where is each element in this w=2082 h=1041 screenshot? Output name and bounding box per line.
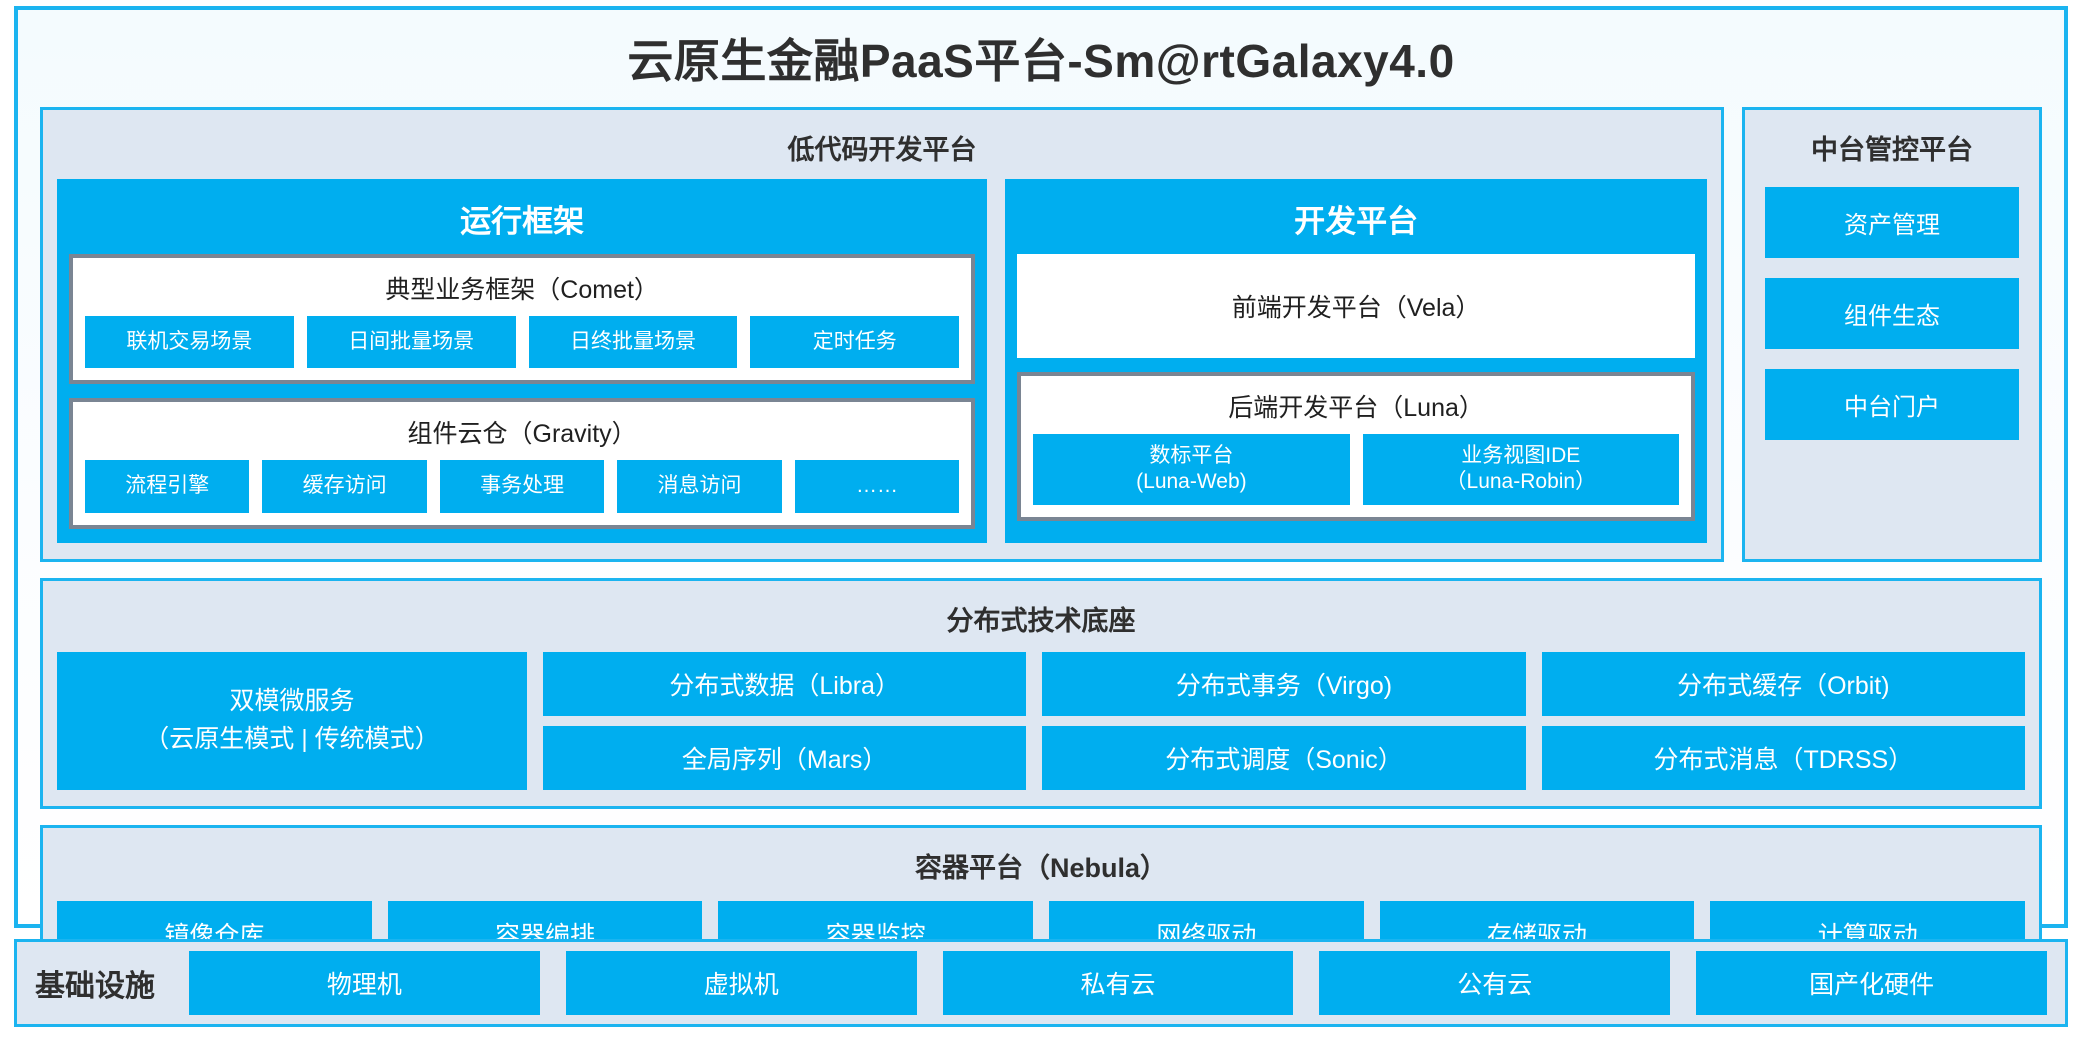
luna-card: 后端开发平台（Luna） 数标平台 (Luna-Web) 业务视图IDE （Lu…: [1017, 372, 1695, 521]
distributed-cell[interactable]: 分布式消息（TDRSS）: [1541, 725, 2025, 790]
infrastructure-cell[interactable]: 物理机: [189, 951, 540, 1015]
gravity-card: 组件云仓（Gravity） 流程引擎 缓存访问 事务处理 消息访问 ……: [69, 398, 976, 529]
distributed-base-panel: 分布式技术底座 双模微服务 （云原生模式 | 传统模式） 分布式数据（Libra…: [40, 577, 2042, 809]
top-row: 低代码开发平台 运行框架 典型业务框架（Comet） 联机交易场景 日间批量场景…: [40, 107, 2042, 562]
dual-mode-line1: 双模微服务: [229, 687, 355, 716]
mid-platform-item[interactable]: 中台门户: [1765, 369, 2019, 441]
lowcode-platform-panel: 低代码开发平台 运行框架 典型业务框架（Comet） 联机交易场景 日间批量场景…: [40, 107, 1724, 562]
dev-platform-title: 开发平台: [1294, 204, 1419, 240]
distributed-cell[interactable]: 分布式事务（Virgo): [1042, 651, 1526, 716]
dev-platform-box: 开发平台 前端开发平台（Vela） 后端开发平台（Luna） 数标平台 (Lun…: [1005, 179, 1707, 543]
luna-chip-row: 数标平台 (Luna-Web) 业务视图IDE （Luna-Robin）: [1033, 434, 1680, 505]
distributed-cell[interactable]: 分布式数据（Libra）: [543, 651, 1027, 716]
comet-chip[interactable]: 日间批量场景: [306, 316, 516, 369]
runtime-framework-title: 运行框架: [460, 204, 585, 240]
infrastructure-cell[interactable]: 虚拟机: [565, 951, 917, 1015]
mid-platform-list: 资产管理 组件生态 中台门户: [1759, 183, 2025, 441]
container-platform-title: 容器平台（Nebula）: [914, 852, 1168, 883]
dual-mode-line2: （云原生模式 | 传统模式）: [144, 724, 440, 753]
luna-robin-chip[interactable]: 业务视图IDE （Luna-Robin）: [1362, 434, 1680, 505]
comet-chip-row: 联机交易场景 日间批量场景 日终批量场景 定时任务: [85, 316, 960, 369]
luna-web-line1: 数标平台: [1149, 444, 1234, 468]
gravity-chip[interactable]: 流程引擎: [85, 460, 250, 513]
distributed-base-title: 分布式技术底座: [946, 605, 1136, 636]
comet-chip[interactable]: 定时任务: [750, 316, 960, 369]
distributed-column: 分布式事务（Virgo) 分布式调度（Sonic）: [1042, 651, 1526, 790]
mid-platform-item[interactable]: 组件生态: [1765, 278, 2019, 350]
container-platform-panel: 容器平台（Nebula） 镜像仓库 容器编排 容器监控 网络驱动 存储驱动 计算…: [40, 824, 2042, 986]
gravity-chip-row: 流程引擎 缓存访问 事务处理 消息访问 ……: [85, 460, 960, 513]
luna-web-line2: (Luna-Web): [1136, 470, 1247, 494]
page-title: 云原生金融PaaS平台-Sm@rtGalaxy4.0: [627, 35, 1455, 87]
luna-robin-line2: （Luna-Robin）: [1445, 470, 1597, 494]
infrastructure-cell[interactable]: 公有云: [1319, 951, 1671, 1015]
comet-title: 典型业务框架（Comet）: [385, 276, 659, 305]
distributed-cell[interactable]: 分布式调度（Sonic）: [1042, 725, 1526, 790]
mid-platform-item[interactable]: 资产管理: [1765, 187, 2019, 259]
luna-robin-line1: 业务视图IDE: [1461, 444, 1581, 468]
lowcode-platform-title: 低代码开发平台: [787, 135, 977, 166]
distributed-cell[interactable]: 全局序列（Mars）: [543, 725, 1027, 790]
distributed-column: 分布式数据（Libra） 全局序列（Mars）: [543, 651, 1027, 790]
gravity-title: 组件云仓（Gravity）: [407, 420, 637, 449]
main-frame: 云原生金融PaaS平台-Sm@rtGalaxy4.0 低代码开发平台 运行框架 …: [14, 6, 2068, 986]
comet-chip[interactable]: 日终批量场景: [528, 316, 738, 369]
gravity-chip-ellipsis[interactable]: ……: [794, 460, 960, 513]
comet-card: 典型业务框架（Comet） 联机交易场景 日间批量场景 日终批量场景 定时任务: [69, 254, 976, 385]
distributed-column: 分布式缓存（Orbit) 分布式消息（TDRSS）: [1541, 651, 2025, 790]
vela-label: 前端开发平台（Vela）: [1231, 294, 1481, 323]
infrastructure-label: 基础设施: [35, 970, 155, 1003]
gravity-chip[interactable]: 消息访问: [617, 460, 782, 513]
mid-platform-panel: 中台管控平台 资产管理 组件生态 中台门户: [1742, 107, 2042, 562]
runtime-framework-box: 运行框架 典型业务框架（Comet） 联机交易场景 日间批量场景 日终批量场景 …: [57, 179, 988, 543]
mid-platform-title: 中台管控平台: [1811, 135, 1973, 166]
lowcode-platform-body: 运行框架 典型业务框架（Comet） 联机交易场景 日间批量场景 日终批量场景 …: [57, 179, 1707, 543]
distributed-cell[interactable]: 分布式缓存（Orbit): [1541, 651, 2025, 716]
gravity-chip[interactable]: 缓存访问: [262, 460, 427, 513]
infrastructure-cells: 物理机 虚拟机 私有云 公有云 国产化硬件: [189, 951, 2047, 1015]
dual-mode-microservice-box[interactable]: 双模微服务 （云原生模式 | 传统模式）: [57, 651, 527, 790]
comet-chip[interactable]: 联机交易场景: [85, 316, 294, 369]
infrastructure-bar: 基础设施 物理机 虚拟机 私有云 公有云 国产化硬件: [14, 939, 2068, 1027]
gravity-chip[interactable]: 事务处理: [439, 460, 605, 513]
vela-card[interactable]: 前端开发平台（Vela）: [1017, 254, 1695, 359]
luna-title: 后端开发平台（Luna）: [1228, 394, 1484, 423]
infrastructure-cell[interactable]: 国产化硬件: [1696, 951, 2047, 1015]
infrastructure-cell[interactable]: 私有云: [942, 951, 1294, 1015]
luna-web-chip[interactable]: 数标平台 (Luna-Web): [1033, 434, 1350, 505]
distributed-base-body: 双模微服务 （云原生模式 | 传统模式） 分布式数据（Libra） 全局序列（M…: [57, 650, 2025, 790]
